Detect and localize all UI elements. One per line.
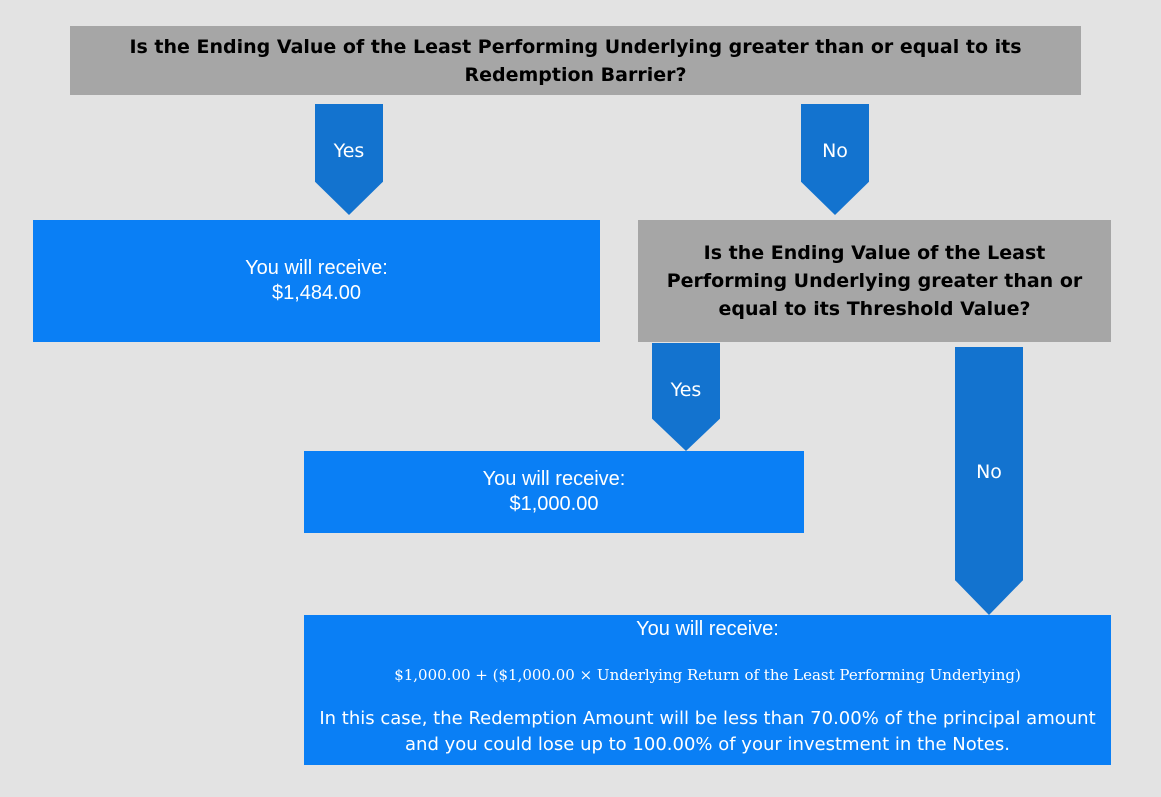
arrow-no-label: No — [976, 461, 1002, 483]
arrow-no-redemption-barrier: No — [801, 104, 869, 215]
result-box-principal: You will receive: $1,000.00 — [304, 451, 804, 533]
arrow-yes-label: Yes — [670, 379, 702, 401]
result-heading: You will receive: — [482, 468, 626, 490]
arrow-yes-label: Yes — [333, 140, 365, 162]
question-redemption-barrier-text: Is the Ending Value of the Least Perform… — [129, 35, 1022, 86]
result-heading: You will receive: — [636, 618, 779, 640]
arrow-yes-redemption-barrier: Yes — [315, 104, 383, 215]
result-note: In this case, the Redemption Amount will… — [319, 708, 1096, 755]
result-box-redemption: You will receive: $1,484.00 — [33, 220, 600, 342]
arrow-no-threshold: No — [955, 347, 1023, 615]
result-amount: $1,000.00 — [509, 493, 599, 515]
result-heading: You will receive: — [245, 257, 388, 279]
question-redemption-barrier: Is the Ending Value of the Least Perform… — [70, 26, 1081, 95]
result-box-loss: You will receive: $1,000.00 + ($1,000.00… — [304, 615, 1111, 765]
result-formula: $1,000.00 + ($1,000.00 × Underlying Retu… — [394, 666, 1021, 684]
arrow-no-label: No — [822, 140, 848, 162]
arrow-yes-threshold: Yes — [652, 343, 720, 451]
question-threshold-value: Is the Ending Value of the Least Perform… — [638, 220, 1111, 342]
result-amount: $1,484.00 — [272, 282, 361, 304]
question-threshold-value-text: Is the Ending Value of the Least Perform… — [666, 242, 1083, 320]
